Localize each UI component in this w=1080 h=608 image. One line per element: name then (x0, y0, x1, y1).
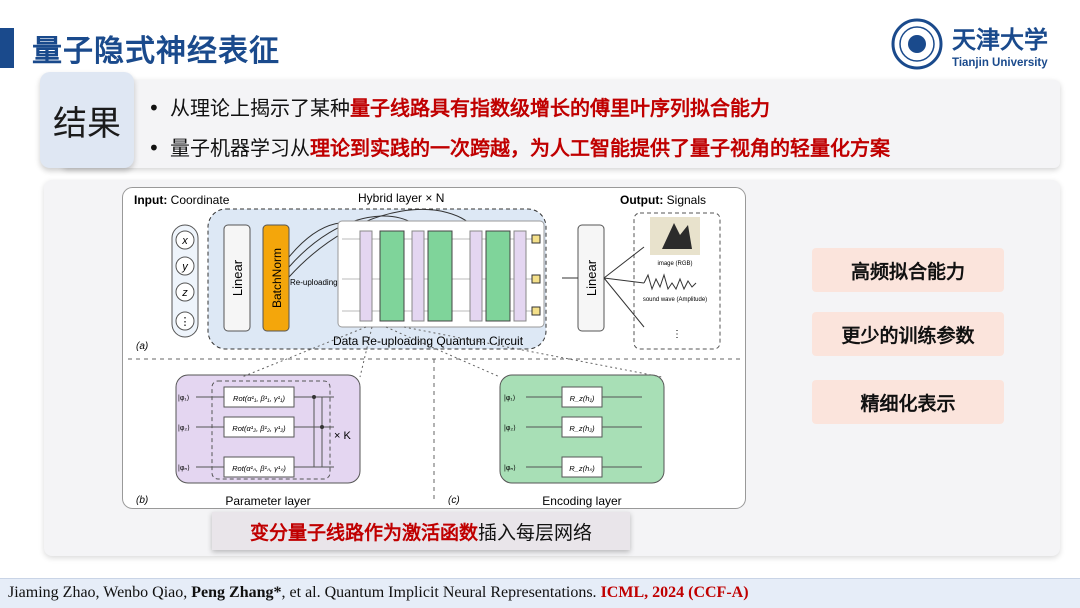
qubit-c-2: |φ₂⟩ (504, 424, 516, 432)
enc-caption: Encoding layer (542, 494, 621, 508)
qubit-b-2: |φ₂⟩ (178, 424, 190, 432)
bullet-dot: • (148, 136, 160, 160)
feature-card-fewer-params: 更少的训练参数 (812, 312, 1004, 356)
svg-text:⋮: ⋮ (672, 329, 682, 340)
sound-label: sound wave (Amplitude) (643, 297, 707, 303)
output-label: Output: Signals (620, 193, 706, 207)
reuploading-label: Re-uploading (290, 278, 338, 287)
logo-en-text: Tianjin University (952, 57, 1048, 69)
input-z: z (181, 287, 188, 299)
input-label: Input: Coordinate (134, 193, 230, 207)
logo-cn-text: 天津大学 (952, 25, 1048, 54)
times-k: × K (334, 430, 351, 442)
image-label: image (RGB) (657, 261, 692, 267)
citation: Jiaming Zhao, Wenbo Qiao, Peng Zhang*, e… (8, 584, 749, 602)
bullet-dot: • (148, 96, 160, 120)
enc-row-2: R_z(h₂) (569, 424, 595, 433)
rot-row-1: Rot(α¹₁, β¹₁, γ¹₁) (233, 394, 285, 403)
bullet-text: 量子机器学习从 (170, 136, 310, 160)
circuit-caption: Data Re-uploading Quantum Circuit (333, 334, 524, 348)
input-more: ⋮ (180, 316, 191, 328)
enc-row-1: R_z(h₁) (570, 394, 595, 403)
result-tag: 结果 (40, 72, 134, 168)
result-bullet-2: • 量子机器学习从理论到实践的一次跨越，为人工智能提供了量子视角的轻量化方案 (148, 132, 890, 161)
enc-row-n: R_z(hₙ) (569, 464, 595, 473)
caption-highlight: 变分量子线路作为激活函数 (249, 521, 478, 544)
result-panel (62, 80, 1060, 168)
title-accent-bar (0, 28, 14, 68)
citation-bold-author: Peng Zhang* (191, 584, 282, 601)
citation-rest: , et al. Quantum Implicit Neural Represe… (281, 584, 601, 601)
linear-block-label: Linear (230, 259, 245, 296)
panel-c-label: (c) (448, 495, 460, 506)
qubit-b-n: |φₙ⟩ (178, 464, 190, 472)
param-caption: Parameter layer (225, 494, 310, 508)
citation-authors: Jiaming Zhao, Wenbo Qiao, (8, 584, 192, 601)
circuit-blocks (359, 230, 541, 322)
feature-card-fine-grained: 精细化表示 (812, 380, 1004, 424)
bullet-text: 从理论上揭示了某种 (170, 96, 350, 120)
output-linear-label: Linear (584, 259, 599, 296)
panel-b-label: (b) (136, 495, 148, 506)
qubit-c-n: |φₙ⟩ (504, 464, 516, 472)
input-y: y (181, 261, 189, 273)
citation-venue: ICML, 2024 (CCF-A) (600, 584, 749, 601)
bullet-highlight: 量子线路具有指数级增长的傅里叶序列拟合能力 (350, 96, 770, 120)
hybrid-label: Hybrid layer × N (358, 191, 444, 205)
batchnorm-label: BatchNorm (270, 248, 284, 308)
qubit-c-1: |φ₁⟩ (504, 394, 516, 402)
university-logo: 天津大学 Tianjin University (891, 18, 1048, 70)
page-title: 量子隐式神经表征 (32, 34, 280, 69)
architecture-figure: Input: Coordinate Hybrid layer × N Outpu… (122, 187, 746, 509)
encoding-gates: R_z(h₁) R_z(h₂) R_z(hₙ) (561, 386, 603, 478)
result-bullet-1: • 从理论上揭示了某种量子线路具有指数级增长的傅里叶序列拟合能力 (148, 92, 770, 121)
figure-caption-box: 变分量子线路作为激活函数插入每层网络 (212, 512, 630, 550)
rot-row-n: Rot(α¹ₙ, β¹ₙ, γ¹ₙ) (232, 464, 286, 473)
input-x: x (181, 235, 188, 247)
rot-row-2: Rot(α¹₂, β¹₂, γ¹₂) (232, 424, 286, 433)
rot-gates: Rot(α¹₁, β¹₁, γ¹₁) Rot(α¹₂, β¹₂, γ¹₂) Ro… (223, 386, 295, 478)
caption-normal: 插入每层网络 (478, 521, 593, 544)
footer-bar (0, 578, 1080, 608)
qubit-b-1: |φ₁⟩ (178, 394, 190, 402)
feature-card-high-freq: 高频拟合能力 (812, 248, 1004, 292)
input-nodes: x y z ⋮ (175, 230, 195, 331)
bullet-highlight: 理论到实践的一次跨越，为人工智能提供了量子视角的轻量化方案 (310, 136, 890, 160)
panel-a-label: (a) (136, 341, 148, 352)
